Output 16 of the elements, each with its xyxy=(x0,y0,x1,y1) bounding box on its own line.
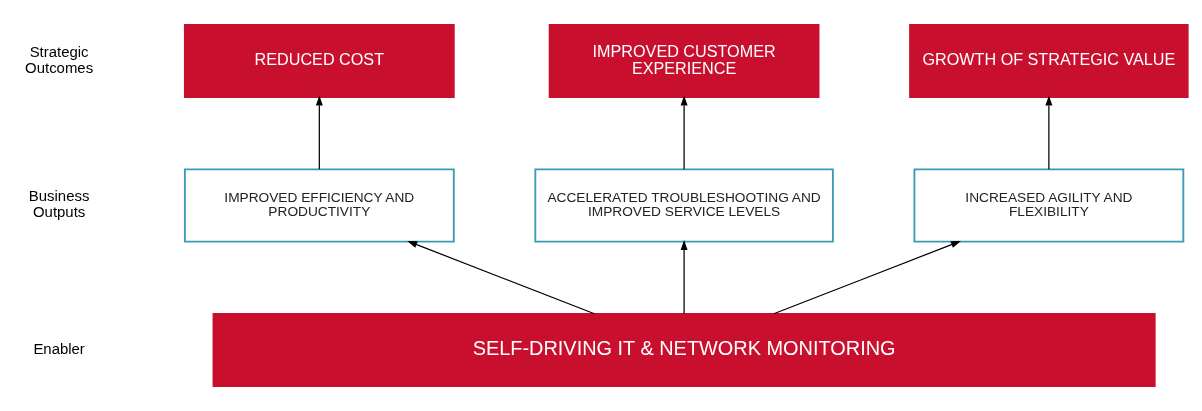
arrow xyxy=(1045,95,1053,170)
arrow xyxy=(315,95,323,170)
arrow xyxy=(680,95,688,170)
node-box: REDUCED COST xyxy=(183,24,455,99)
node-box: IMPROVED EFFICIENCY AND PRODUCTIVITY xyxy=(183,168,455,243)
node-box: SELF-DRIVING IT & NETWORK MONITORING xyxy=(212,312,1156,387)
label: Strategic Outcomes xyxy=(25,42,94,77)
node-box: IMPROVED CUSTOMER EXPERIENCE xyxy=(548,24,820,99)
node-box: GROWTH OF STRATEGIC VALUE xyxy=(909,24,1189,99)
label: Enabler xyxy=(33,339,85,357)
arrow xyxy=(773,240,961,315)
node-box: ACCELERATED TROUBLESHOOTING AND IMPROVED SERVICE LEVELS xyxy=(534,168,834,243)
label: Business Outputs xyxy=(28,187,90,221)
arrow xyxy=(407,240,595,315)
node-box: INCREASED AGILITY AND FLEXIBILITY xyxy=(913,168,1185,243)
arrow xyxy=(680,240,688,315)
